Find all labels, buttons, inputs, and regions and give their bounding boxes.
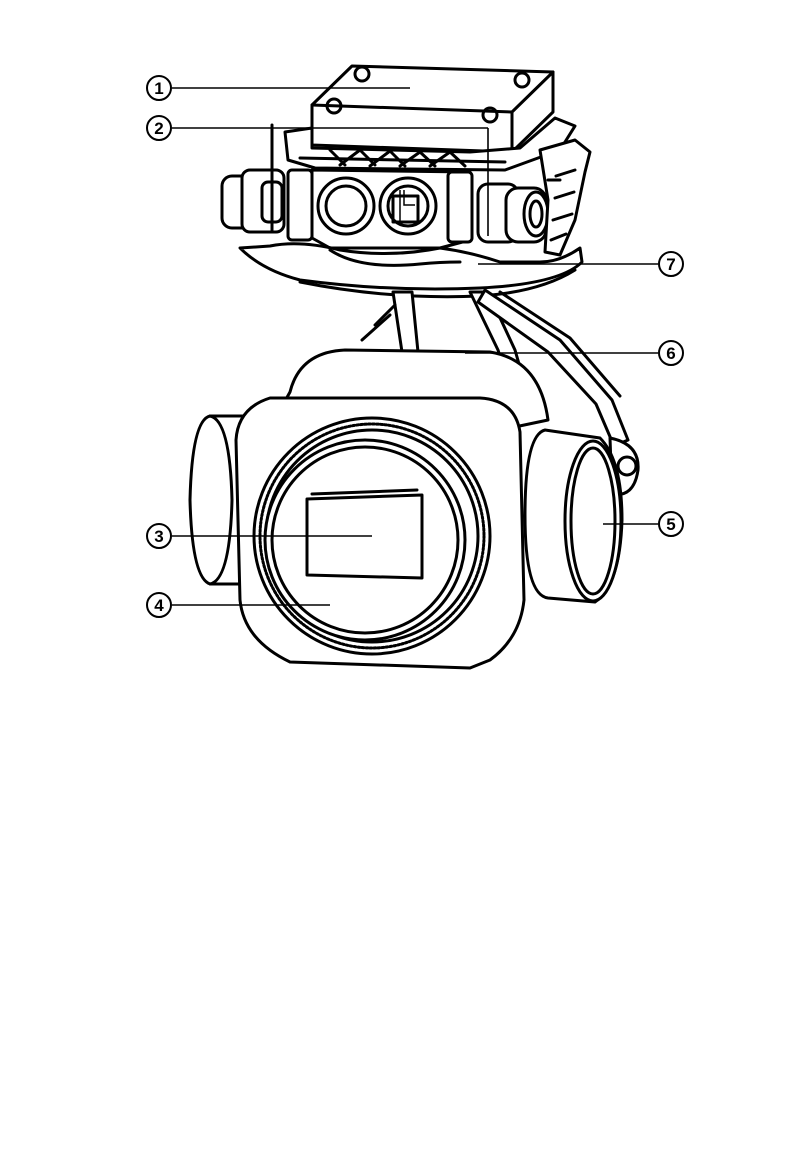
callout-number: 2	[154, 119, 163, 138]
camera-body	[190, 350, 622, 668]
callout-2: 2	[147, 116, 171, 140]
callout-number: 3	[154, 527, 163, 546]
damper-ball-left	[222, 125, 284, 232]
callout-number: 4	[154, 596, 164, 615]
callout-number: 5	[666, 515, 675, 534]
callout-number: 1	[154, 79, 163, 98]
mounting-plate	[312, 66, 553, 152]
callout-7: 7	[659, 252, 683, 276]
callout-1: 1	[147, 76, 171, 100]
callout-4: 4	[147, 593, 171, 617]
rangefinder-module	[288, 170, 472, 248]
callout-number: 7	[666, 255, 675, 274]
callout-5: 5	[659, 512, 683, 536]
callout-6: 6	[659, 341, 683, 365]
callout-number: 6	[666, 344, 675, 363]
callout-3: 3	[147, 524, 171, 548]
